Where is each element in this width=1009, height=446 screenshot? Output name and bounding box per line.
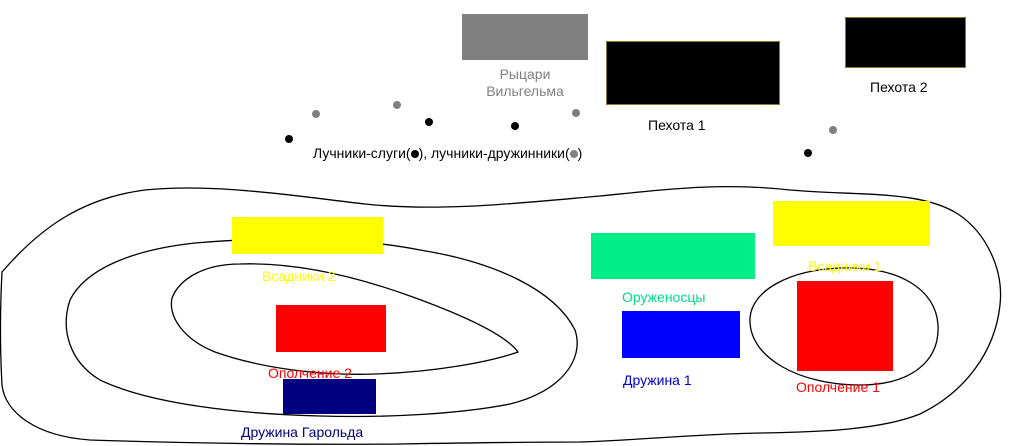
knights-label: Рыцари Вильгельма — [462, 66, 588, 100]
inner-hill-contour — [170, 263, 520, 375]
riders2-unit — [232, 217, 383, 254]
retainer-archer-legend-dot — [569, 150, 578, 159]
outer-hill-contour — [0, 185, 1002, 445]
riders2-label: Всадники 2 — [262, 268, 336, 284]
squires-unit — [591, 233, 755, 279]
archer-retainer-dot — [829, 126, 837, 134]
archers-legend-part2: ), лучники-дружинники( — [418, 145, 570, 161]
knights-label-line1: Рыцари — [499, 66, 551, 82]
knights-unit — [462, 14, 588, 60]
servant-archer-legend-dot — [410, 150, 419, 159]
archer-servant-dot — [511, 122, 519, 130]
retinue1-unit — [622, 311, 740, 358]
archer-servant-dot — [285, 135, 293, 143]
militia1-unit — [797, 281, 893, 371]
squires-label: Оруженосцы — [622, 289, 706, 305]
militia1-label: Ополчение 1 — [796, 379, 880, 395]
archer-servant-dot — [804, 149, 812, 157]
archer-retainer-dot — [312, 110, 320, 118]
militia2-unit — [276, 305, 386, 352]
right-knoll-contour — [749, 267, 939, 386]
harold-retinue-label: Дружина Гарольда — [241, 424, 364, 440]
infantry1-unit — [607, 42, 779, 104]
archers-legend-part3: ) — [577, 145, 583, 161]
archer-servant-dot — [425, 118, 433, 126]
riders1-unit — [773, 201, 930, 246]
archers-legend: Лучники-слуги( ), лучники-дружинники() — [313, 145, 582, 162]
infantry2-unit — [846, 18, 965, 67]
archers-legend-part1: Лучники-слуги( — [313, 145, 411, 161]
archer-retainer-dot — [572, 109, 580, 117]
infantry2-label: Пехота 2 — [870, 79, 928, 95]
infantry1-label: Пехота 1 — [648, 117, 706, 133]
retinue1-label: Дружина 1 — [623, 372, 692, 388]
archer-retainer-dot — [393, 101, 401, 109]
militia2-label: Ополчение 2 — [268, 365, 352, 381]
harold-retinue-unit — [283, 379, 376, 414]
middle-hill-contour — [65, 238, 578, 418]
knights-label-line2: Вильгельма — [486, 83, 564, 99]
riders1-label: Всадники 1 — [808, 258, 882, 274]
